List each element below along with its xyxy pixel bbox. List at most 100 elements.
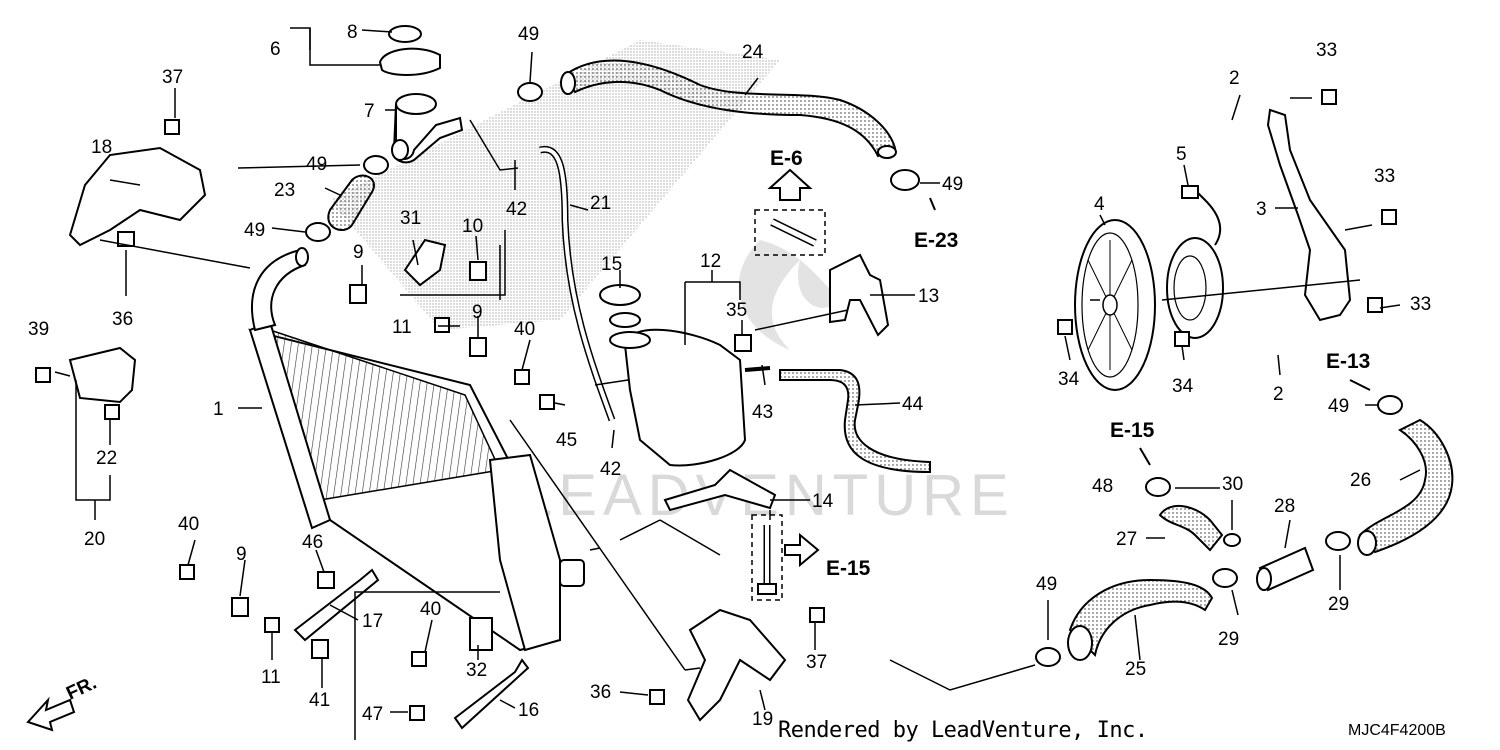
bracket-13: [829, 253, 890, 337]
fan-motor: [1166, 185, 1224, 339]
callout-2b: 2: [1273, 384, 1284, 405]
callout-49a: 49: [518, 24, 539, 45]
ref-e23: E-23: [914, 229, 958, 252]
fan-blade: [1074, 219, 1156, 391]
callout-48: 48: [1092, 476, 1113, 497]
tank-cap: [599, 284, 641, 328]
callout-40c: 40: [420, 599, 441, 620]
callout-35: 35: [726, 300, 747, 321]
callout-26: 26: [1350, 470, 1371, 491]
callout-28: 28: [1274, 496, 1295, 517]
callout-36b: 36: [590, 682, 611, 703]
bracket-18: [68, 146, 207, 247]
callout-11a: 11: [392, 317, 412, 338]
callout-45: 45: [556, 430, 577, 451]
callout-24: 24: [742, 42, 764, 63]
callout-10: 10: [462, 216, 483, 237]
callout-20: 20: [84, 529, 105, 550]
callout-21: 21: [590, 193, 611, 214]
hose-26: [1358, 418, 1454, 554]
callout-12: 12: [700, 251, 721, 272]
ref-e6: E-6: [770, 147, 803, 170]
callout-44: 44: [902, 394, 924, 415]
callout-49d: 49: [942, 174, 963, 195]
callout-4: 4: [1094, 194, 1105, 215]
reference-arrows: [767, 168, 1371, 568]
callout-9b: 9: [472, 302, 483, 323]
bracket-14: [663, 468, 777, 512]
fasteners: [35, 89, 1397, 721]
filler-neck: [391, 93, 464, 164]
callout-9a: 9: [353, 242, 364, 263]
callout-13: 13: [918, 286, 939, 307]
callout-16: 16: [518, 700, 539, 721]
callout-33a: 33: [1316, 40, 1337, 61]
callout-1: 1: [213, 399, 224, 420]
callout-15: 15: [601, 254, 622, 275]
callout-17: 17: [362, 611, 383, 632]
shading-band: [330, 40, 780, 330]
callout-19: 19: [752, 709, 773, 730]
callout-49e: 49: [1328, 396, 1349, 417]
callout-29b: 29: [1328, 594, 1349, 615]
callout-32: 32: [466, 660, 487, 681]
callout-34b: 34: [1172, 376, 1194, 397]
callout-8: 8: [347, 22, 358, 43]
callout-42b: 42: [600, 459, 621, 480]
callout-25: 25: [1125, 659, 1146, 680]
front-arrow-icon: FR.: [26, 673, 100, 732]
callout-27: 27: [1116, 529, 1137, 550]
bracket-19: [686, 608, 787, 722]
reserve-tank: [609, 328, 771, 467]
ref-e15-right: E-15: [1110, 419, 1155, 442]
callout-37b: 37: [806, 652, 827, 673]
bracket-16: [453, 658, 530, 730]
callout-33c: 33: [1410, 294, 1431, 315]
radiator-cap: [378, 25, 441, 76]
callout-39: 39: [28, 319, 49, 340]
callout-6: 6: [270, 39, 281, 60]
callout-33b: 33: [1374, 166, 1395, 187]
callout-47: 47: [362, 704, 383, 725]
callout-40b: 40: [178, 514, 199, 535]
hose-clamps: [305, 82, 1403, 667]
callout-29a: 29: [1218, 629, 1239, 650]
callout-23: 23: [274, 180, 295, 201]
hose-27: [1158, 504, 1224, 552]
watermark: LEADVENTURE: [520, 240, 1009, 528]
callout-49c: 49: [244, 220, 265, 241]
diagram-code: MJC4F4200B: [1348, 722, 1446, 739]
callout-5: 5: [1176, 144, 1187, 165]
callout-30: 30: [1222, 474, 1243, 495]
bracket-31: [403, 238, 447, 287]
e6-bolt: [754, 209, 826, 256]
callout-42a: 42: [506, 199, 527, 220]
hose-25: [1068, 578, 1214, 658]
callout-9c: 9: [236, 544, 247, 565]
callout-49b: 49: [306, 154, 327, 175]
fan-shroud: [1266, 108, 1352, 322]
reference-labels: E-6 E-23 E-13 E-15 E-15: [770, 147, 1370, 580]
callout-7: 7: [364, 101, 375, 122]
leader-lines: [54, 27, 1421, 740]
callout-49f: 49: [1036, 574, 1057, 595]
callout-18: 18: [91, 137, 112, 158]
callout-22: 22: [96, 448, 117, 469]
pipe-28: [1256, 546, 1315, 592]
bracket-22: [68, 346, 137, 404]
callout-46: 46: [302, 532, 323, 553]
callout-36a: 36: [112, 309, 133, 330]
callout-43: 43: [752, 402, 773, 423]
callout-41: 41: [309, 690, 330, 711]
callout-37a: 37: [162, 67, 183, 88]
ref-e13: E-13: [1326, 350, 1370, 373]
bolt-14: [751, 514, 783, 601]
bracket-17: [293, 568, 380, 642]
callout-40a: 40: [514, 319, 535, 340]
callout-14: 14: [812, 491, 834, 512]
hose-44: [779, 369, 931, 474]
ref-e15-center: E-15: [826, 557, 871, 580]
callout-31: 31: [400, 208, 421, 229]
footer-credit: Rendered by LeadVenture, Inc.: [778, 718, 1148, 743]
